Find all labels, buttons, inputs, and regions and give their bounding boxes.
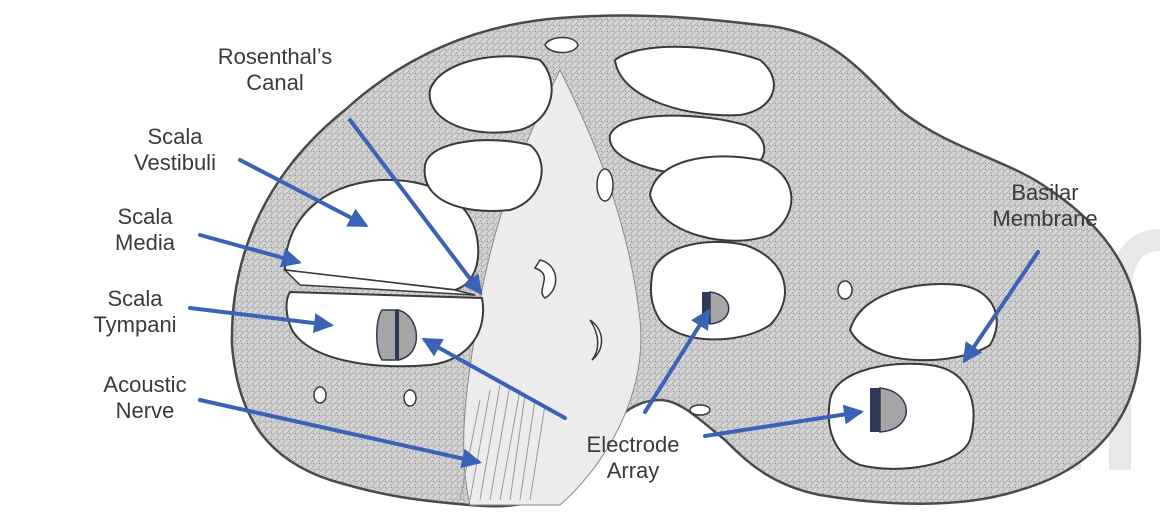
label-scala-tympani: Scala Tympani [80,286,190,338]
label-basilar-membrane: Basilar Membrane [980,180,1110,232]
small-oval-top [545,38,578,53]
label-acoustic-nerve: Acoustic Nerve [90,372,200,424]
electrode-left [377,310,417,360]
label-scala-vestibuli: Scala Vestibuli [120,124,230,176]
label-scala-media: Scala Media [95,204,195,256]
middle-turn-tympani [651,242,785,340]
label-rosenthals-canal: Rosenthal’s Canal [205,44,345,96]
label-electrode-array: Electrode Array [568,432,698,484]
upper-turn-mid-left [425,140,542,211]
